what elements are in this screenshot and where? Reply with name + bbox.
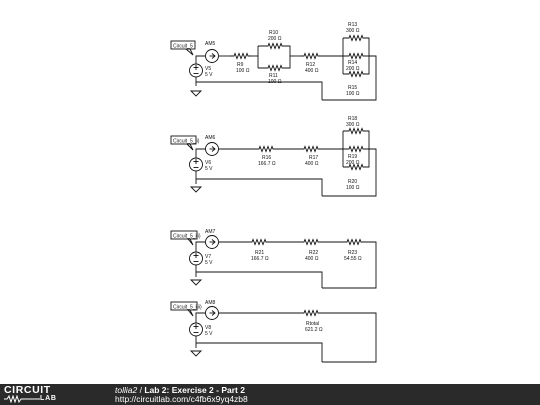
source-value: 5 V xyxy=(205,166,213,172)
resistor-value: 400 Ω xyxy=(305,68,319,74)
resistor-name: R14 xyxy=(348,60,357,66)
resistor-r17[interactable] xyxy=(299,146,323,152)
svg-text:Circuit_5_ii): Circuit_5_ii) xyxy=(173,139,200,145)
resistor-name: R18 xyxy=(348,116,357,122)
ammeter-label: AM8 xyxy=(205,300,216,306)
circuit-5-iii: Circuit_5_iii) AM7 V7 5 V R21 166.7 Ω R2… xyxy=(170,229,377,289)
circuit-5-iiii: Circuit_5_iiii) AM8 V8 5 V Rtotal 621.2 … xyxy=(170,300,377,363)
source-name: V6 xyxy=(205,160,211,166)
resistor-name: R9 xyxy=(237,62,244,68)
ammeter-icon[interactable] xyxy=(205,306,219,320)
resistor-value: 400 Ω xyxy=(305,256,319,262)
resistor-name: R19 xyxy=(348,154,357,160)
circuit-5: Circuit_5 AM5 V5 5 V R9 100 Ω R10 200 Ω xyxy=(170,22,377,101)
net-label[interactable]: Circuit_5_iii) xyxy=(170,230,201,246)
ammeter-icon[interactable] xyxy=(205,235,219,249)
resistor-r15[interactable] xyxy=(344,71,368,77)
resistor-r13[interactable] xyxy=(344,35,368,41)
resistor-name: R20 xyxy=(348,179,357,185)
resistor-r10[interactable] xyxy=(263,43,287,49)
footer-bar: CIRCUIT LAB tollia2 / Lab 2: Exercise 2 … xyxy=(0,384,540,405)
resistor-r11[interactable] xyxy=(263,65,287,71)
resistor-name: R11 xyxy=(269,73,278,79)
source-value: 5 V xyxy=(205,331,213,337)
resistor-name: R12 xyxy=(306,62,315,68)
resistor-value: 100 Ω xyxy=(268,79,282,85)
source-value: 5 V xyxy=(205,260,213,266)
circuit-title-line: tollia2 / Lab 2: Exercise 2 - Part 2 xyxy=(115,386,245,395)
resistor-r22[interactable] xyxy=(299,239,323,245)
resistor-name: Rtotal xyxy=(306,321,319,327)
voltage-source-icon[interactable] xyxy=(189,63,203,78)
ground-icon xyxy=(190,186,202,193)
circuitlab-logo[interactable]: CIRCUIT LAB xyxy=(4,385,66,404)
ammeter-icon[interactable] xyxy=(205,49,219,63)
resistor-r23[interactable] xyxy=(342,239,366,245)
ammeter-label: AM6 xyxy=(205,135,216,141)
ammeter-label: AM5 xyxy=(205,41,216,47)
voltage-source-icon[interactable] xyxy=(189,251,203,266)
net-label[interactable]: Circuit_5_iiii) xyxy=(170,301,202,317)
resistor-name: R17 xyxy=(309,155,318,161)
resistor-value: 400 Ω xyxy=(305,161,319,167)
svg-text:Circuit_5_iiii): Circuit_5_iiii) xyxy=(173,305,202,311)
net-label[interactable]: Circuit_5_ii) xyxy=(170,135,200,151)
logo-text-bottom: LAB xyxy=(40,395,57,402)
resistor-r18[interactable] xyxy=(344,128,368,134)
ground-icon xyxy=(190,90,202,97)
logo-text-top: CIRCUIT xyxy=(4,384,51,396)
resistor-value: 200 Ω xyxy=(346,66,360,72)
resistor-name: R10 xyxy=(269,30,278,36)
source-name: V5 xyxy=(205,66,211,72)
resistor-value: 200 Ω xyxy=(268,36,282,42)
resistor-value: 300 Ω xyxy=(346,122,360,128)
title-separator: / xyxy=(137,385,145,395)
circuit-url-link[interactable]: http://circuitlab.com/c4fb6x9yq4zb8 xyxy=(115,394,248,404)
resistor-r19[interactable] xyxy=(344,146,368,152)
resistor-name: R23 xyxy=(348,250,357,256)
resistor-name: R13 xyxy=(348,22,357,28)
resistor-name: R15 xyxy=(348,85,357,91)
source-name: V7 xyxy=(205,254,211,260)
logo-waveform-icon xyxy=(4,395,40,403)
resistor-r16[interactable] xyxy=(254,146,278,152)
resistor-r9[interactable] xyxy=(229,53,253,59)
resistor-r12[interactable] xyxy=(299,53,323,59)
circuit-schematic: Circuit_5 AM5 V5 5 V R9 100 Ω R10 200 Ω xyxy=(170,22,377,363)
resistor-value: 166.7 Ω xyxy=(258,161,276,167)
ground-icon xyxy=(190,279,202,286)
svg-text:Circuit_5_iii): Circuit_5_iii) xyxy=(173,234,201,240)
ground-icon xyxy=(190,350,202,357)
resistor-r21[interactable] xyxy=(247,239,271,245)
resistor-value: 100 Ω xyxy=(236,68,250,74)
net-label[interactable]: Circuit_5 xyxy=(170,40,196,56)
svg-text:Circuit_5: Circuit_5 xyxy=(173,44,193,50)
resistor-value: 100 Ω xyxy=(346,185,360,191)
voltage-source-icon[interactable] xyxy=(189,322,203,337)
circuit-5-ii: Circuit_5_ii) AM6 V6 5 V R16 166.7 Ω R17… xyxy=(170,116,377,197)
circuit-title: Lab 2: Exercise 2 - Part 2 xyxy=(144,385,245,395)
resistor-value: 54.55 Ω xyxy=(344,256,362,262)
resistor-rtotal[interactable] xyxy=(299,310,323,316)
resistor-value: 100 Ω xyxy=(346,91,360,97)
resistor-value: 166.7 Ω xyxy=(251,256,269,262)
resistor-name: R16 xyxy=(262,155,271,161)
username-link[interactable]: tollia2 xyxy=(115,385,138,395)
resistor-r14[interactable] xyxy=(344,53,368,59)
ammeter-label: AM7 xyxy=(205,229,216,235)
resistor-name: R22 xyxy=(309,250,318,256)
resistor-value: 621.2 Ω xyxy=(305,327,323,333)
resistor-name: R21 xyxy=(255,250,264,256)
source-name: V8 xyxy=(205,325,211,331)
resistor-value: 200 Ω xyxy=(346,160,360,166)
resistor-value: 300 Ω xyxy=(346,28,360,34)
ammeter-icon[interactable] xyxy=(205,142,219,156)
source-value: 5 V xyxy=(205,72,213,78)
voltage-source-icon[interactable] xyxy=(189,157,203,172)
